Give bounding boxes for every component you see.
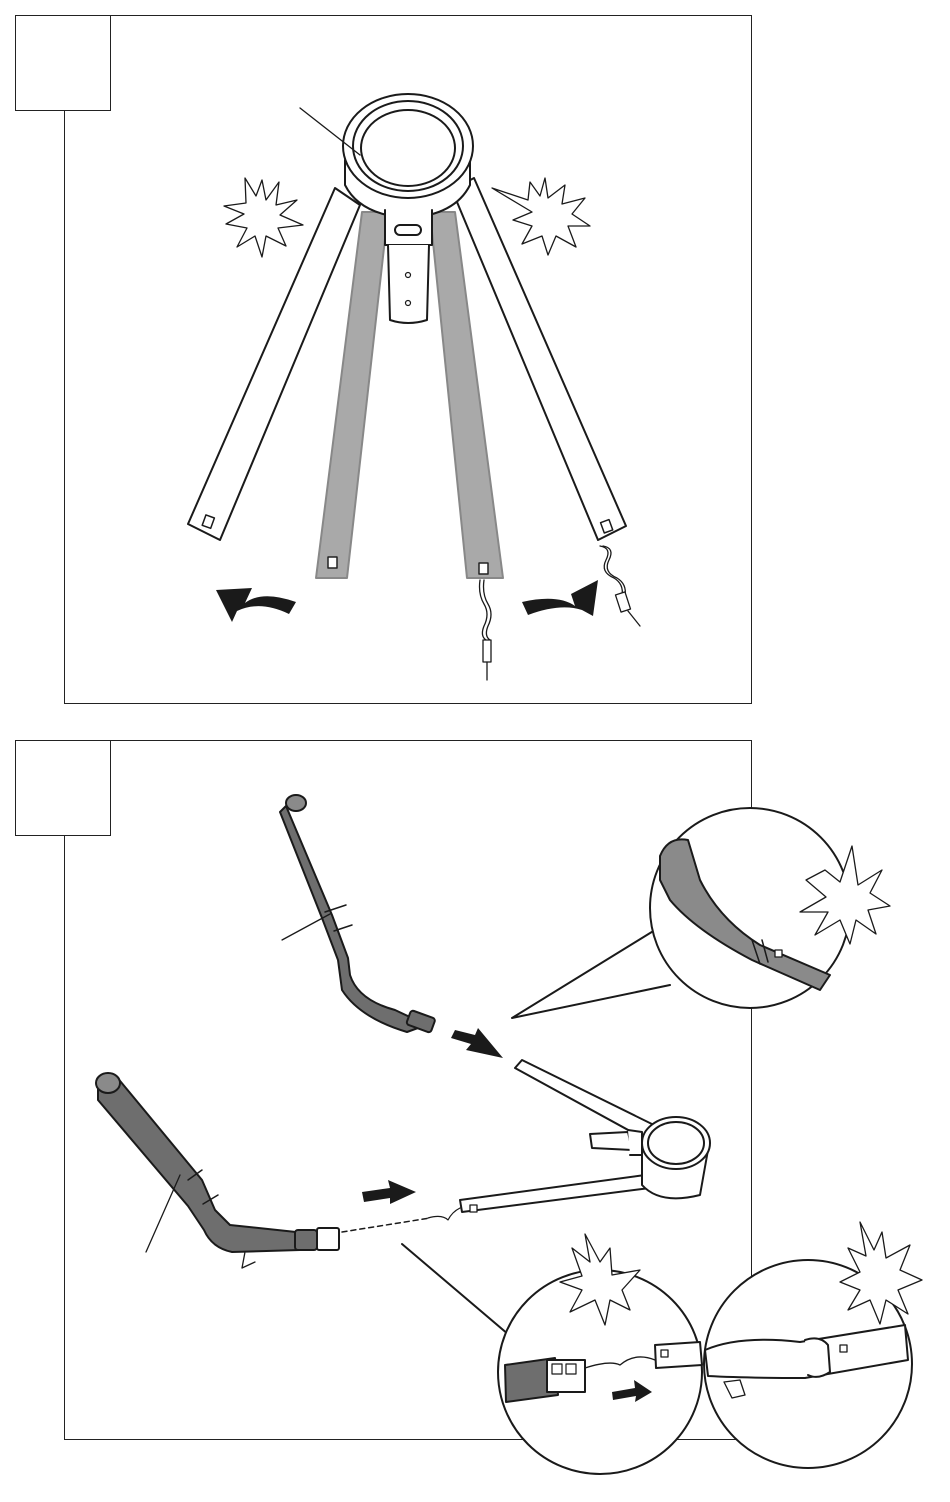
detail-bubble-joint xyxy=(512,808,890,1018)
step-2-number xyxy=(16,741,110,835)
lower-arm-tube xyxy=(96,1073,339,1268)
step-2-number-box xyxy=(15,740,111,836)
insert-arrow-upper-icon xyxy=(451,1028,503,1058)
detail-bubble-rotated xyxy=(704,1222,922,1468)
upper-arm-tube xyxy=(280,795,436,1033)
hub-with-legs xyxy=(428,1060,710,1220)
insert-dashed-guide xyxy=(342,1218,430,1232)
detail-bubble-plug xyxy=(402,1234,702,1474)
insert-arrow-lower-icon xyxy=(362,1180,416,1204)
